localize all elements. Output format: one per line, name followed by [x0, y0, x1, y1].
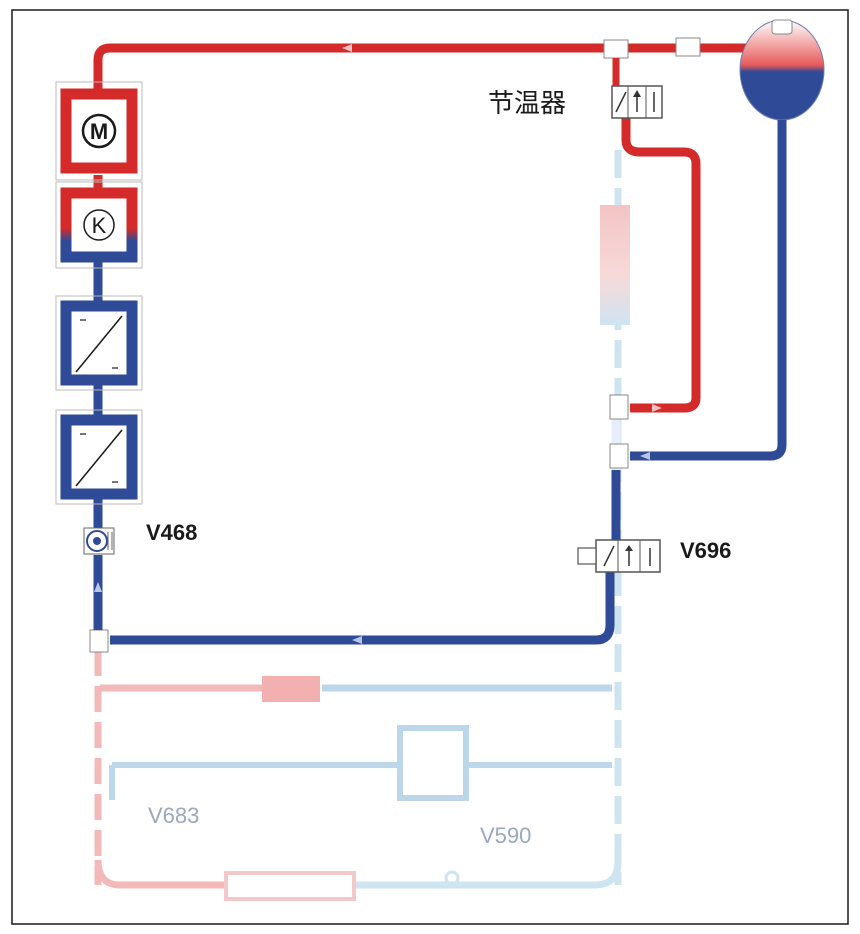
- faint-row2-box: [397, 725, 469, 801]
- tank-return-pipe: [630, 120, 787, 461]
- hot-bypass-loop: [621, 118, 701, 413]
- flow-arrow-return: [640, 452, 650, 460]
- flow-arrow-bypass: [652, 404, 662, 412]
- thermostat: 节温器: [488, 85, 663, 119]
- outer-frame: [11, 9, 849, 925]
- converter-icon-2: [75, 429, 123, 487]
- motor-letter: M: [90, 119, 108, 144]
- faint-row1-exchanger: [262, 676, 320, 702]
- junction-return: [609, 443, 629, 469]
- compressor-block: K: [55, 181, 143, 269]
- faint-pump-symbol: [444, 870, 460, 886]
- inactive-circuit: V683 V590: [94, 150, 630, 901]
- valve-v696: V696: [577, 538, 731, 573]
- expansion-tank: [630, 19, 825, 461]
- compressor-icon: [83, 209, 115, 241]
- electronics-module-1: [55, 295, 143, 391]
- top-pipe-valve: [675, 37, 701, 57]
- hot-circuit: [93, 37, 770, 413]
- junction-bypass: [609, 394, 629, 420]
- flow-arrow-left: [94, 582, 102, 592]
- label-v683: V683: [148, 803, 199, 828]
- faint-row3-cooler: [224, 871, 356, 901]
- motor-icon: [81, 113, 117, 149]
- label-v696: V696: [680, 538, 731, 563]
- label-thermostat: 节温器: [488, 89, 566, 119]
- t-junction-bottom: [89, 629, 109, 653]
- flow-arrow-bottom: [352, 636, 362, 644]
- flow-arrow-top: [342, 44, 352, 52]
- converter-icon-1: [75, 315, 123, 373]
- pump-v468: V468: [83, 520, 197, 555]
- cold-bottom-pipe: [110, 624, 615, 645]
- hot-top-pipe: [93, 43, 612, 110]
- cold-circuit: [89, 175, 629, 653]
- electronics-module-2: [55, 409, 143, 505]
- label-v468: V468: [146, 520, 197, 545]
- compressor-letter: K: [92, 213, 107, 238]
- label-v590: V590: [480, 823, 531, 848]
- engine-motor-block: M: [55, 81, 143, 181]
- faint-row3-red: [94, 859, 228, 889]
- t-junction-top: [603, 39, 629, 59]
- faint-exchanger-column: [600, 205, 630, 325]
